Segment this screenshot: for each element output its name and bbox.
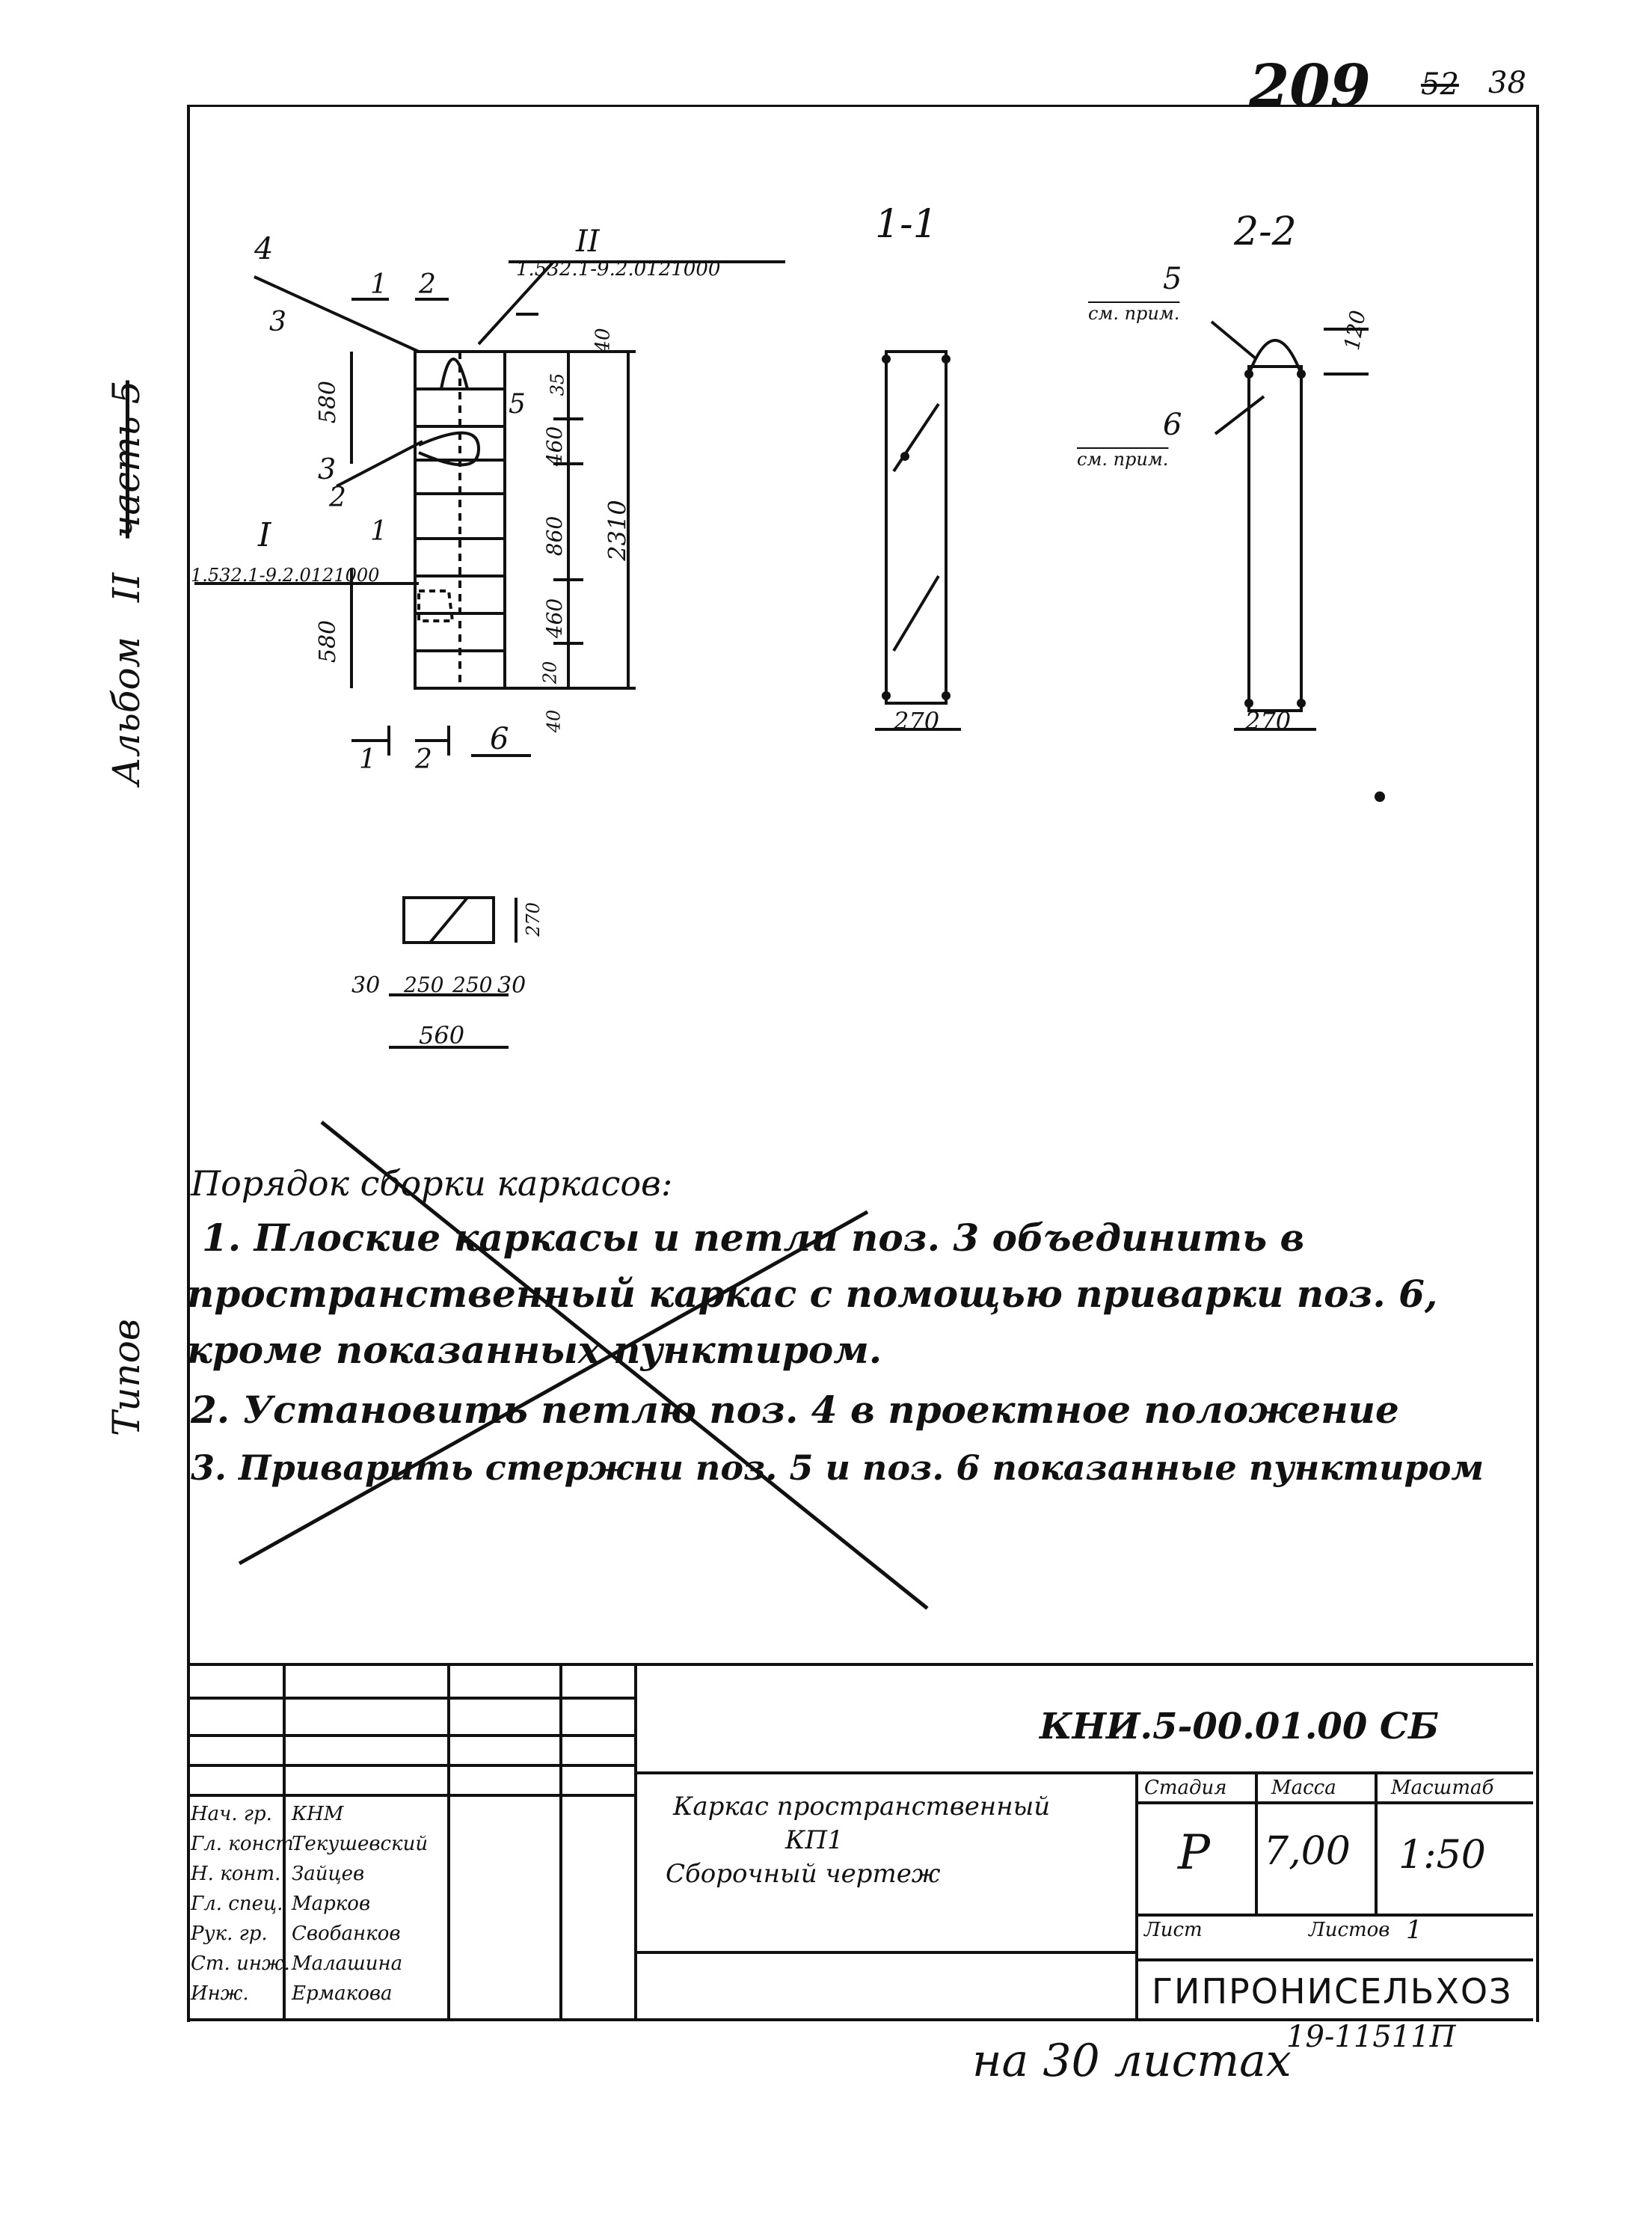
corner-mark-2: 38: [1488, 66, 1526, 100]
view-I-label: I: [258, 516, 271, 554]
dim-20: 20: [539, 661, 561, 684]
section-1-1-label: 1-1: [875, 202, 938, 247]
name-2: Текушевский: [292, 1833, 429, 1855]
role-2: Гл. конст.: [191, 1833, 301, 1855]
loop-dashed: [417, 589, 455, 622]
small-dim-560: 560: [419, 1021, 465, 1050]
pos-1-label-mid: 1: [370, 516, 387, 547]
pos-6-label-bot: 6: [490, 722, 509, 756]
scale-label: Масштаб: [1391, 1777, 1494, 1799]
role-3: Н. конт.: [191, 1863, 281, 1885]
notes-line-4: 2. Установить петлю поз. 4 в проектное п…: [191, 1388, 1399, 1432]
dim-860: 860: [542, 515, 568, 557]
dim-270-section-1: 270: [894, 707, 940, 735]
dim-2310: 2310: [603, 500, 632, 561]
section-2-2-outline: [1247, 365, 1303, 712]
corner-mark-1: 52: [1421, 67, 1459, 102]
notes-line-1: 1. Плоские каркасы и петли поз. 3 объеди…: [202, 1216, 1305, 1260]
pos-5-section-label: 5: [1163, 262, 1182, 296]
name-5: Свобанков: [292, 1923, 401, 1945]
view-I-ref: 1.532.1-9.2.0121000: [191, 565, 380, 586]
bottom-note: на 30 листах: [972, 2035, 1292, 2087]
role-7: Инж.: [191, 1982, 249, 2005]
pos-2-label-bot: 2: [415, 744, 432, 775]
section-2-2-label: 2-2: [1234, 209, 1297, 254]
stage-label: Стадия: [1144, 1777, 1227, 1799]
view-II-ref: 1.532.1-9.2.0121000: [516, 258, 721, 281]
cross-out-line-1: [320, 1121, 929, 1610]
pos-1-label-bot: 1: [359, 744, 376, 775]
pos-6-section-label: 6: [1163, 408, 1182, 442]
scale-value: 1:50: [1398, 1833, 1486, 1878]
notes-line-2: пространственный каркас с помощью привар…: [187, 1272, 1438, 1316]
small-dim-30-left: 30: [351, 972, 381, 999]
dim-580-top: 580: [315, 380, 342, 424]
pos-3-label-top: 3: [269, 307, 286, 337]
title-line-1: Каркас пространственный: [673, 1792, 1051, 1822]
bottom-code: 19-11511П: [1286, 2020, 1456, 2054]
small-dim-270: 270: [522, 902, 544, 937]
pos-5-label: 5: [509, 389, 526, 420]
sheet-label: Лист: [1144, 1919, 1203, 1941]
drawing-frame: [187, 105, 1539, 2022]
see-note-6: см. прим.: [1077, 449, 1169, 470]
dim-580-bot: 580: [315, 619, 342, 664]
dim-40-bot: 40: [543, 709, 565, 733]
role-6: Ст. инж.: [191, 1952, 290, 1975]
loop-pos3: [418, 431, 481, 467]
organization-name: ГИПРОНИСЕЛЬХОЗ: [1152, 1971, 1513, 2012]
sheets-label: Листов: [1309, 1919, 1390, 1941]
pos-2-label-top: 2: [419, 269, 436, 300]
notes-heading: Порядок сборки каркасов:: [191, 1163, 673, 1204]
mass-value: 7,00: [1264, 1829, 1351, 1874]
corner-sheet-number: 209: [1249, 52, 1371, 120]
notes-line-5: 3. Приварить стержни поз. 5 и поз. 6 пок…: [191, 1448, 1484, 1488]
name-6: Малашина: [292, 1952, 403, 1975]
view-II-label: II: [576, 224, 600, 259]
see-note-5: см. прим.: [1088, 303, 1180, 324]
role-4: Гл. спец.: [191, 1893, 283, 1915]
role-5: Рук. гр.: [191, 1923, 268, 1945]
cross-out-line-2: [238, 1210, 869, 1566]
small-dim-250-b: 250: [452, 972, 493, 997]
small-section-outline: [402, 896, 495, 944]
small-dim-30-right: 30: [497, 972, 526, 999]
small-dim-250-a: 250: [404, 972, 444, 997]
name-7: Ермакова: [292, 1982, 393, 2005]
dim-270-section-2: 270: [1245, 707, 1292, 735]
sheets-value: 1: [1406, 1915, 1422, 1945]
section-1-1-outline: [885, 350, 948, 705]
dim-40-top: 40: [592, 328, 615, 353]
lifting-loop-top: [439, 358, 470, 390]
pos-1-label-top: 1: [370, 269, 387, 300]
document-code: КНИ.5-00.01.00 СБ: [1040, 1706, 1440, 1747]
dim-35: 35: [547, 373, 568, 396]
title-line-3: Сборочный чертеж: [666, 1859, 941, 1889]
name-4: Марков: [292, 1893, 371, 1915]
mass-label: Масса: [1271, 1777, 1336, 1799]
dim-460-top: 460: [542, 426, 568, 467]
section-2-2-loop: [1247, 339, 1303, 375]
pos-4-label: 4: [254, 232, 274, 266]
pos-3-label-mid: 3: [318, 453, 337, 485]
stage-value: Р: [1178, 1825, 1211, 1881]
title-line-2: КП1: [785, 1825, 844, 1855]
role-1: Нач. гр.: [191, 1803, 272, 1825]
name-3: Зайцев: [292, 1863, 365, 1885]
notes-line-3: кроме показанных пунктиром.: [187, 1328, 882, 1372]
pos-2-label-mid: 2: [329, 483, 346, 513]
name-1: КНМ: [292, 1803, 344, 1825]
dim-460-bot: 460: [542, 598, 568, 639]
